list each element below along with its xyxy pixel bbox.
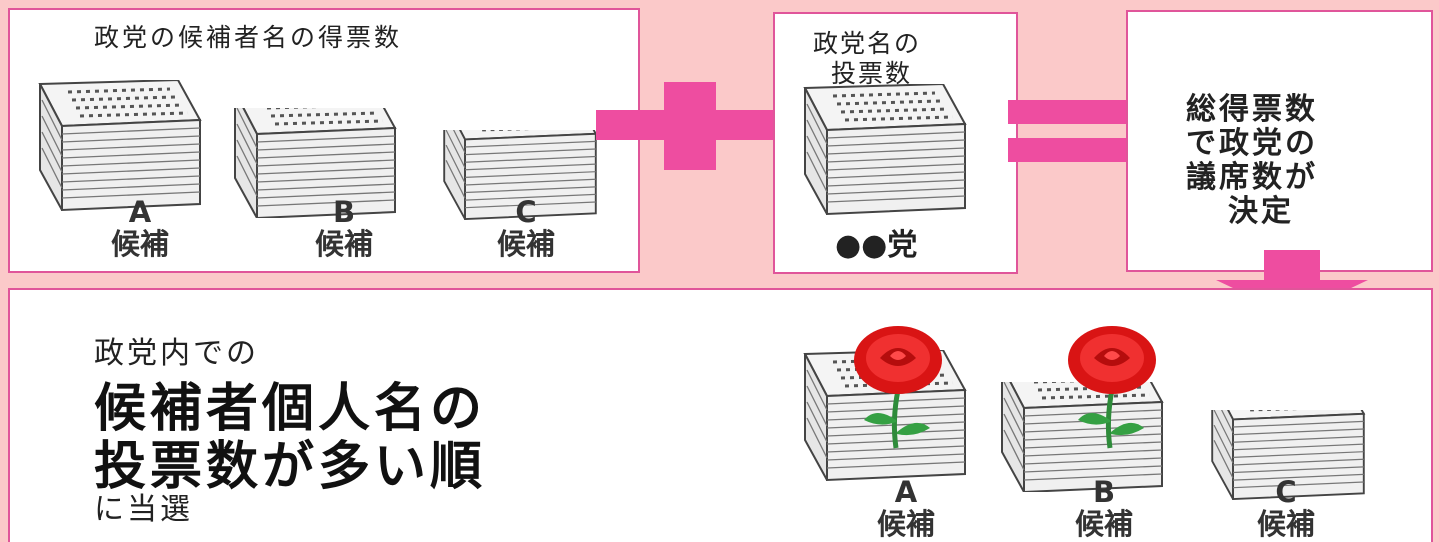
rose-icon-b (1060, 320, 1170, 450)
result-line-1: 政党内での (94, 336, 259, 371)
candidate-a-label: A 候補 (110, 195, 169, 261)
total-votes-box: 総得票数 で政党の 議席数が 決定 (1126, 10, 1433, 272)
rose-icon-a (846, 320, 956, 450)
party-votes-title-line2: 投票数 (831, 59, 913, 88)
ballot-stack-party (803, 84, 967, 216)
party-votes-box: 政党名の 投票数 ●●党 (773, 12, 1018, 274)
total-line-2: で政党の (1186, 126, 1318, 161)
candidate-b-label: B 候補 (314, 195, 373, 261)
result-line-3: 投票数が多い順 (94, 437, 487, 497)
result-line-4: に当選 (94, 492, 193, 527)
result-candidate-a-label: A 候補 (876, 475, 935, 541)
candidate-votes-box: 政党の候補者名の得票数 A 候補 B 候補 C 候補 (8, 8, 640, 273)
total-line-3: 議席数が (1186, 160, 1318, 195)
result-candidate-b-label: B 候補 (1074, 475, 1133, 541)
result-line-2: 候補者個人名の (94, 379, 487, 439)
result-box: 政党内での 候補者個人名の 投票数が多い順 に当選 A 候補 B 候補 C 候補 (8, 288, 1433, 542)
party-label: ●●党 (835, 228, 918, 263)
candidate-votes-title: 政党の候補者名の得票数 (94, 23, 403, 52)
result-candidate-c-label: C 候補 (1256, 475, 1315, 541)
candidate-c-label: C 候補 (496, 195, 555, 261)
total-line-1: 総得票数 (1186, 92, 1318, 127)
party-votes-title-line1: 政党名の (813, 29, 922, 58)
total-line-4: 決定 (1228, 194, 1294, 229)
